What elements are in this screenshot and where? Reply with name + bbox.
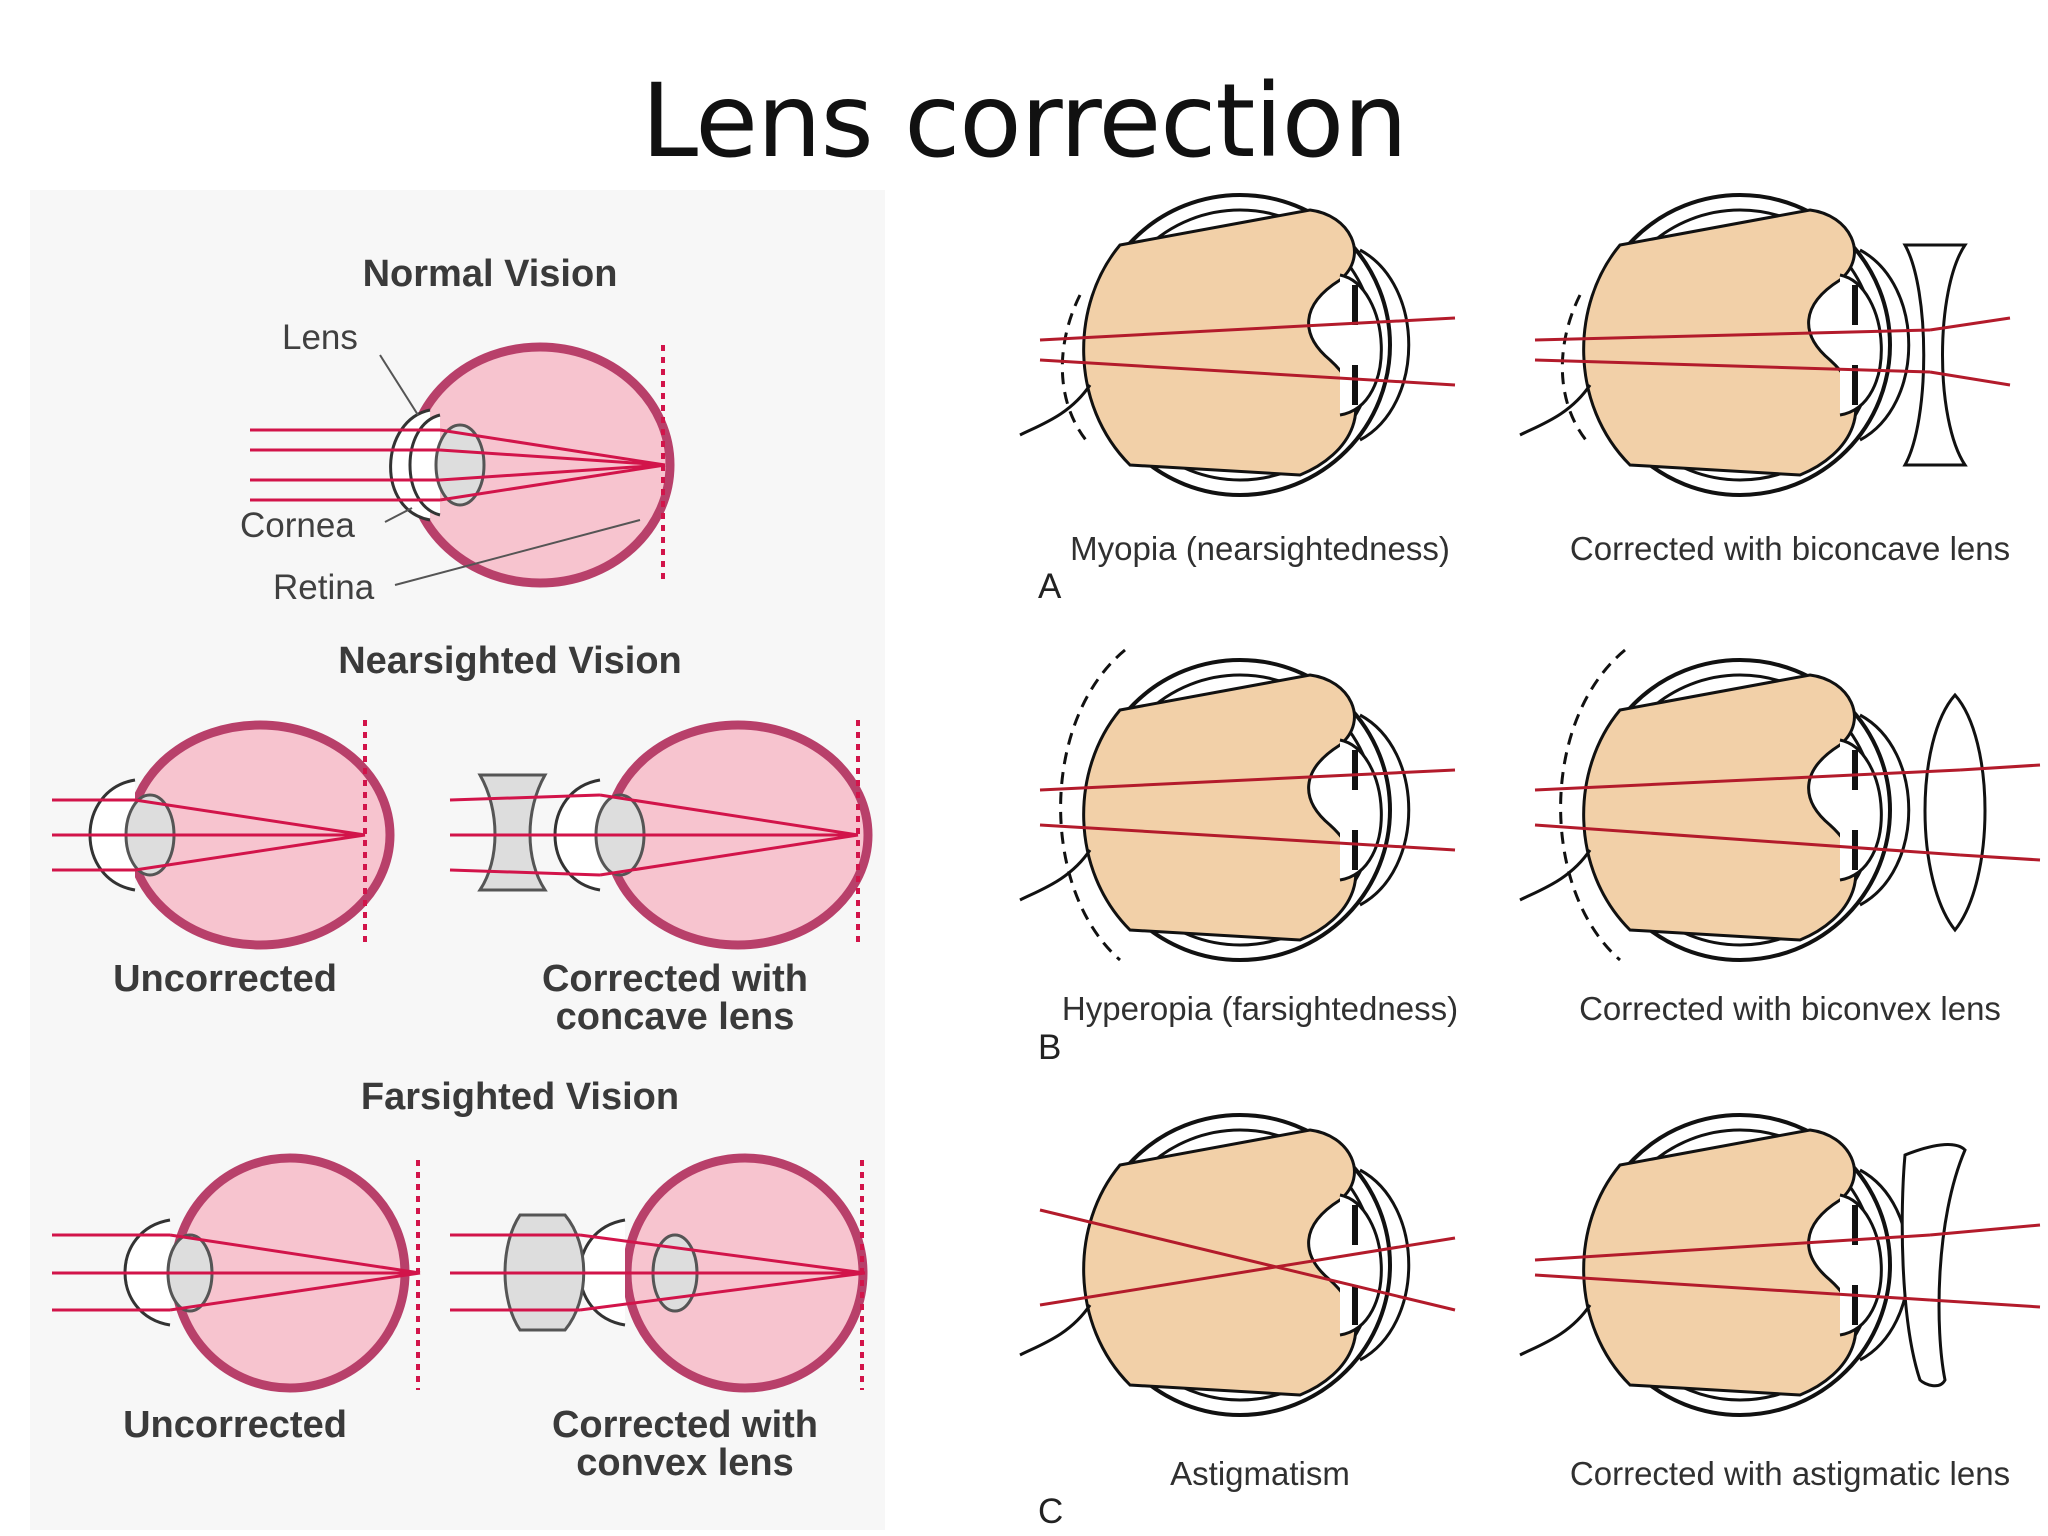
farsighted-corrected-eye [450,1153,868,1393]
astigmatism-caption: Astigmatism [1170,1455,1350,1492]
astigmatism-rays [1039,1208,1456,1312]
lens-label: Lens [282,318,358,357]
normal-vision-title: Normal Vision [362,253,618,295]
hyperopia-corrected-caption: Corrected with biconvex lens [1579,990,2001,1027]
hyperopia-rays [1039,768,1456,852]
biconcave-lens [1902,243,1968,467]
myopia-eye [1020,195,1409,495]
slide-title: Lens correction [641,62,1408,181]
row-b-letter: B [1038,1028,1062,1067]
nearsighted-uncorrected-label: Uncorrected [113,958,337,1000]
row-a-letter: A [1038,567,1062,606]
myopia-corrected-caption: Corrected with biconcave lens [1569,530,2011,567]
nearsighted-corrected-eye [449,720,873,950]
farsighted-vision-title: Farsighted Vision [360,1076,680,1118]
farsighted-corrected-label-line2: convex lens [576,1442,794,1484]
astigmatism-corrected-caption: Corrected with astigmatic lens [1569,1455,2011,1492]
farsighted-uncorrected-label: Uncorrected [123,1404,347,1446]
astigmatism-corrected-rays [1534,1223,2041,1309]
nearsighted-vision-title: Nearsighted Vision [338,640,682,682]
nearsighted-corrected-label-line1: Corrected with [541,958,809,1000]
biconvex-lens [1923,692,1987,933]
retina-label: Retina [273,568,375,607]
astigmatic-lens [1900,1143,1967,1388]
myopia-rays [1039,316,1456,387]
farsighted-uncorrected-eye [52,1153,421,1393]
hyperopia-caption: Hyperopia (farsightedness) [1061,990,1459,1027]
cornea-label: Cornea [240,506,355,545]
hyperopia-eye [1020,648,1409,960]
nearsighted-corrected-label-line2: concave lens [555,996,795,1038]
astigmatism-corrected-eye [1520,1115,1909,1415]
myopia-corrected-rays [1534,316,2011,387]
row-c-letter: C [1038,1492,1064,1531]
myopia-caption: Myopia (nearsightedness) [1070,530,1450,567]
normal-vision-eye [250,342,675,588]
astigmatism-eye [1020,1115,1409,1415]
hyperopia-corrected-rays [1534,763,2041,862]
myopia-corrected-eye [1520,195,1909,495]
farsighted-corrected-label-line1: Corrected with [551,1404,819,1446]
nearsighted-uncorrected-eye [52,720,395,950]
hyperopia-corrected-eye [1520,648,1909,960]
